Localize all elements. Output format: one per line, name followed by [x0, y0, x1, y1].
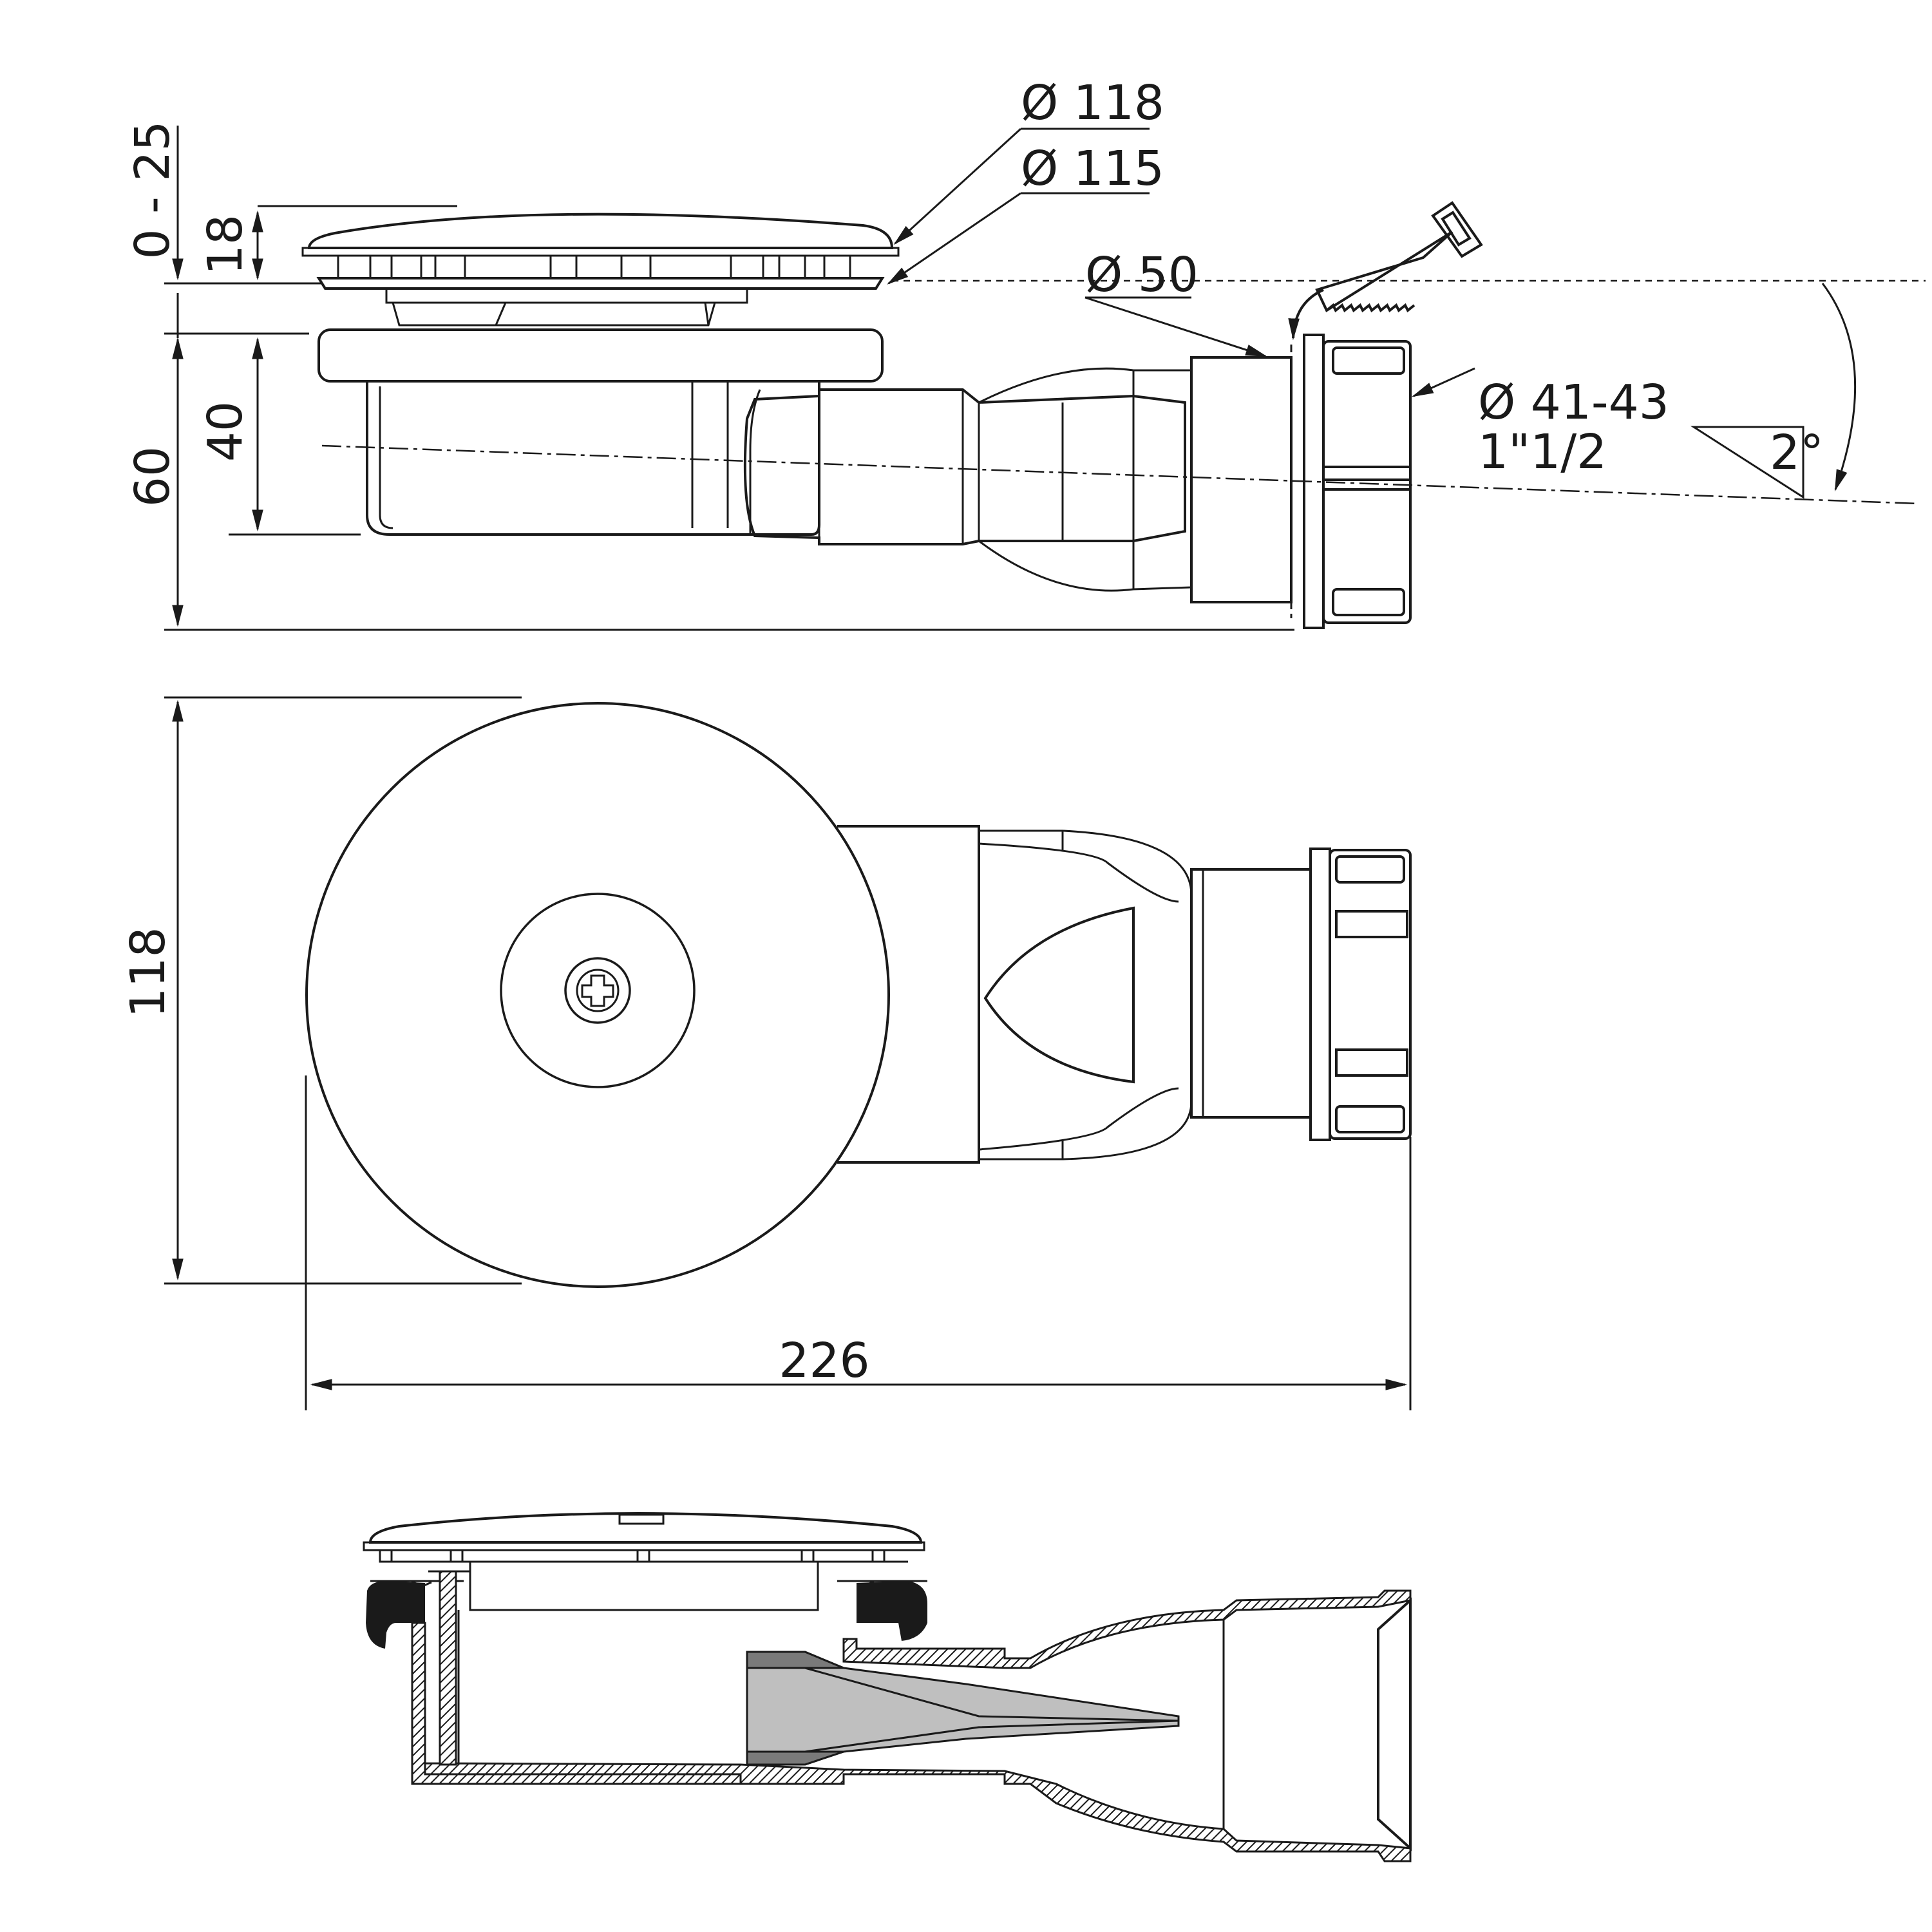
- leader-cover-diameter: [893, 128, 1022, 245]
- section-cover-lid: [368, 1512, 923, 1544]
- side-elevation-view: 0 - 25 18 40 60: [125, 75, 1926, 631]
- top-outlet-collar: [1190, 868, 1312, 1119]
- top-outlet-nut: [1309, 848, 1412, 1141]
- base-ring: [317, 328, 884, 383]
- total-height-label: 60: [125, 446, 180, 507]
- outlet-pipe: [743, 388, 1186, 545]
- thread-inch-label: 1"1/2: [1478, 424, 1607, 480]
- slope-label: 2°: [1770, 425, 1824, 480]
- thread-diameter-label: Ø 41-43: [1478, 375, 1669, 430]
- section-outlet-upper-wall: [842, 1589, 1412, 1669]
- section-center-post: [439, 1570, 457, 1766]
- top-center-recess: [500, 893, 696, 1088]
- adjust-range-label: 0 - 25: [125, 121, 180, 260]
- slope-arc-arrow: [1821, 283, 1857, 492]
- cross-section-view: [363, 1512, 1412, 1862]
- cover-height-label: 18: [198, 214, 253, 275]
- top-center-screw: [564, 957, 631, 1024]
- body-bowl: [366, 381, 820, 536]
- leader-thread-diameter: [1411, 367, 1475, 397]
- saw-icon: [1315, 201, 1483, 313]
- section-seal-right: [857, 1581, 927, 1641]
- top-cover-disc: [305, 702, 890, 1288]
- section-seal-left: [366, 1581, 425, 1649]
- cover-diameter-label: Ø 118: [1021, 75, 1164, 131]
- trap-u-bend: [983, 906, 1135, 1084]
- flange-plate: [316, 277, 885, 290]
- outlet-diameter-label: Ø 50: [1085, 247, 1198, 303]
- slope-triangle: [1690, 426, 1804, 499]
- total-length-label: 226: [779, 1333, 869, 1388]
- cut-arrow-icon: [1288, 289, 1324, 341]
- cover-dome: [307, 213, 894, 249]
- top-width-label: 118: [120, 927, 176, 1018]
- body-height-label: 40: [198, 401, 253, 462]
- flange-diameter-label: Ø 115: [1021, 141, 1164, 196]
- top-plan-view: 118 226: [120, 696, 1412, 1410]
- leader-outlet-diameter: [1084, 296, 1268, 357]
- section-body-wall[interactable]: [412, 1622, 1412, 1862]
- leader-flange-diameter: [887, 192, 1021, 285]
